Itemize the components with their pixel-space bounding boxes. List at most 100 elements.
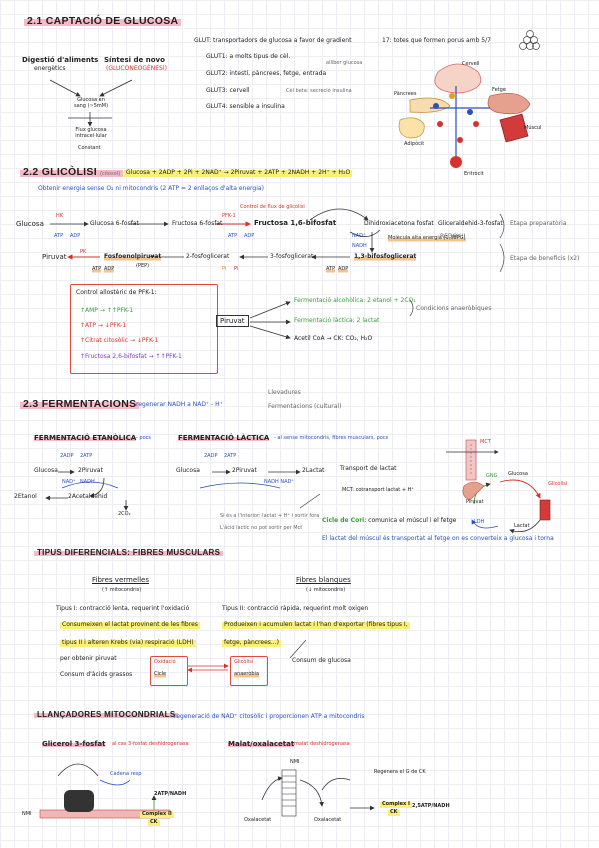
mct-label: MCT xyxy=(480,439,491,445)
membrane-diagram xyxy=(446,439,499,481)
tipus1-c: tipus II i alteren Krebs (via) respiraci… xyxy=(60,639,196,647)
redox-label: REDOX!! xyxy=(440,233,466,240)
nmm-label-2: NMI xyxy=(290,759,300,765)
oxid-box xyxy=(150,656,188,686)
et-etanol: 2Etanol xyxy=(14,493,37,500)
enzyme-pk: PK xyxy=(80,249,87,255)
piruvat-box: Piruvat xyxy=(216,315,249,328)
glut-count: 17: totes que formen porus amb 5/7 xyxy=(382,37,491,44)
cori-note: : comunica el múscul i el fetge xyxy=(364,517,457,524)
cori-line: Cicle de Cori: comunica el múscul i el f… xyxy=(322,517,457,525)
cori-cycle-diagram xyxy=(462,479,551,534)
etapa-beneficis: Etapa de beneficis (x2) xyxy=(510,255,580,262)
adp-4: ADP xyxy=(338,266,349,273)
lac-atp: 2ATP xyxy=(224,453,237,459)
met-dhap: Dihidroxiacetona fosfat xyxy=(364,220,434,227)
cori-note-2: El lactat del múscul és transportat al f… xyxy=(322,535,554,542)
ferm-alcoholica: Fermentació alcohòlica: 2 etanol + 2CO₂ xyxy=(294,297,416,304)
atp-1: ATP xyxy=(54,233,64,239)
met-glucosa: Glucosa xyxy=(16,220,44,228)
organ-diagram xyxy=(398,63,531,168)
cori-piruvat: Piruvat xyxy=(466,499,484,505)
shuttle-malat-note: malat deshidrogenasa xyxy=(294,741,350,747)
lac-adp: 2ADP xyxy=(204,453,218,459)
cori-glucosa: Glucosa xyxy=(508,471,528,477)
atp-4: ATP xyxy=(326,266,336,273)
met-bpg: 1,3-bifosfoglicerat xyxy=(354,253,417,261)
flux-label: Flux glucosa intracel·lular xyxy=(75,127,107,139)
glicol-label: anaeròbia xyxy=(234,671,260,678)
organ-label-fetge: Fetge xyxy=(492,87,506,93)
ctrl-title: Control allostèric de PFK-1: xyxy=(76,289,157,296)
cori-ldh: LDH xyxy=(474,519,485,525)
met-f16bp: Fructosa 1,6-bifosfat xyxy=(254,219,337,227)
pep-abbrev: (PEP) xyxy=(136,263,150,269)
lac-nad-nadh: NADH NAD⁺ xyxy=(264,479,295,485)
organ-label-adiposit: Adipòcit xyxy=(404,141,425,147)
organ-label-pancrees: Pàncrees xyxy=(394,91,417,97)
atp-nadh-1: 2ATP/NADH xyxy=(154,791,187,797)
mct-note: MCT: cotransport lactat + H⁺ xyxy=(342,487,415,493)
et-atp: 2ATP xyxy=(80,453,93,459)
met-pep: Fosfoenolpiruvat xyxy=(104,253,162,261)
cadena-label: Cadena resp xyxy=(110,771,142,777)
complex-ii-ck: CK xyxy=(148,819,160,826)
tipus2-b: Produeixen i acumulen lactat i l'han d'e… xyxy=(222,621,410,629)
section-title-2-3: 2.3 FERMENTACIONS xyxy=(20,398,140,410)
oxid-text: Oxidació xyxy=(154,659,176,665)
acetil-coa: Acetil CoA → CK: CO₂, H₂O xyxy=(294,335,373,342)
control-label: Control de flux de glicòlisi xyxy=(240,204,305,210)
llancadores-subtitle: regeneració de NAD⁺ citosòlic i proporci… xyxy=(174,713,365,720)
ferm-lactica-note: - al sense mitocondris, fibres musculars… xyxy=(274,435,389,441)
shuttle-malat: Malat/oxalacetat xyxy=(228,740,295,749)
glut3-text: GLUT3: cervell xyxy=(206,87,250,94)
fibres-blanques: Fibres blanques xyxy=(296,576,351,584)
et-co2: 2CO₂ xyxy=(118,511,131,517)
enzyme-pfk: PFK-1 xyxy=(222,213,236,219)
shuttle-glicerol: Glicerol 3-fosfat xyxy=(42,740,106,749)
flower-doodle-icon xyxy=(519,30,540,50)
section-title-fibres: TIPUS DIFERENCIALS: FIBRES MUSCULARS xyxy=(34,548,224,557)
organ-label-muscul: Múscul xyxy=(524,125,542,131)
pi-1: Pi xyxy=(222,266,227,272)
atp-2: ATP xyxy=(228,233,238,239)
tipus1-e: Consum d'àcids grassos xyxy=(60,671,133,678)
nadh-gap: NADH xyxy=(352,243,367,249)
glucosa-sang-label: Glucosa en sang (~5mM) xyxy=(73,97,109,109)
oxid-label: Cicle xyxy=(154,671,167,678)
glicol-box xyxy=(230,656,268,686)
organ-label-cervell: Cervell xyxy=(462,61,480,67)
fermentacions-label: Fermentacions (cultural) xyxy=(268,403,342,410)
transport-lactat: Transport de lactat xyxy=(340,465,397,472)
nad-gap: NAD⁺ xyxy=(352,233,366,239)
vermelles-sub: (↑ mitocondris) xyxy=(102,587,142,593)
title-note: (citosol) xyxy=(100,171,121,177)
et-acetaldehid: 2Acetaldehid xyxy=(68,493,108,500)
ctrl-atp: ↑ATP → ↓PFK-1 xyxy=(80,322,126,330)
glicol-text: Glicòlisi xyxy=(234,659,254,665)
pfk-control-box xyxy=(70,284,218,374)
glut4-text: GLUT4: sensible a insulina xyxy=(206,103,285,110)
tipus2-d: Consum de glucosa xyxy=(292,657,351,664)
tipus1-text: Tipus I: contracció lenta, requerint l'o… xyxy=(56,605,190,612)
organ-label-eritrocit: Eritròcit xyxy=(464,171,484,177)
ctrl-f26bp-text: ↑Fructosa 2,6-bifosfat → ↑↑PFK-1 xyxy=(80,353,182,360)
tipus2-c: fetge, pàncrees...) xyxy=(222,639,281,647)
met-2pg: 2-fosfoglicerat xyxy=(186,253,230,260)
section-title-2-1: 2.1 CAPTACIÓ DE GLUCOSA xyxy=(24,15,182,27)
tipus2-text: Tipus II: contracció ràpida, requerint m… xyxy=(222,605,369,612)
et-nad: NAD⁺ xyxy=(62,479,76,485)
glut3-note: Cèl beta: secreció insulina xyxy=(286,88,352,94)
ferm-etanolica-title: FERMENTACIÓ ETANÒLICA xyxy=(34,434,137,443)
digestio-label: Digestió d'aliments xyxy=(22,56,99,64)
alta-energia: Molècula alta energia (1,3BPG) xyxy=(388,235,466,242)
ctrl-citrat-text: ↑Citrat citosòlic → ↓PFK-1 xyxy=(80,337,159,344)
complex-i-ck: CK xyxy=(388,809,400,816)
et-adp: 2ADP xyxy=(60,453,74,459)
oxal-2: Oxalacetat xyxy=(314,817,342,823)
adp-2: ADP xyxy=(244,233,255,239)
ferm-etanolica-note: - pocs xyxy=(136,435,151,441)
cori-glicolisi: Glicòlisi xyxy=(548,481,568,487)
glut2-text: GLUT2: intestí, pàncrees, fetge, entrada xyxy=(206,70,327,77)
